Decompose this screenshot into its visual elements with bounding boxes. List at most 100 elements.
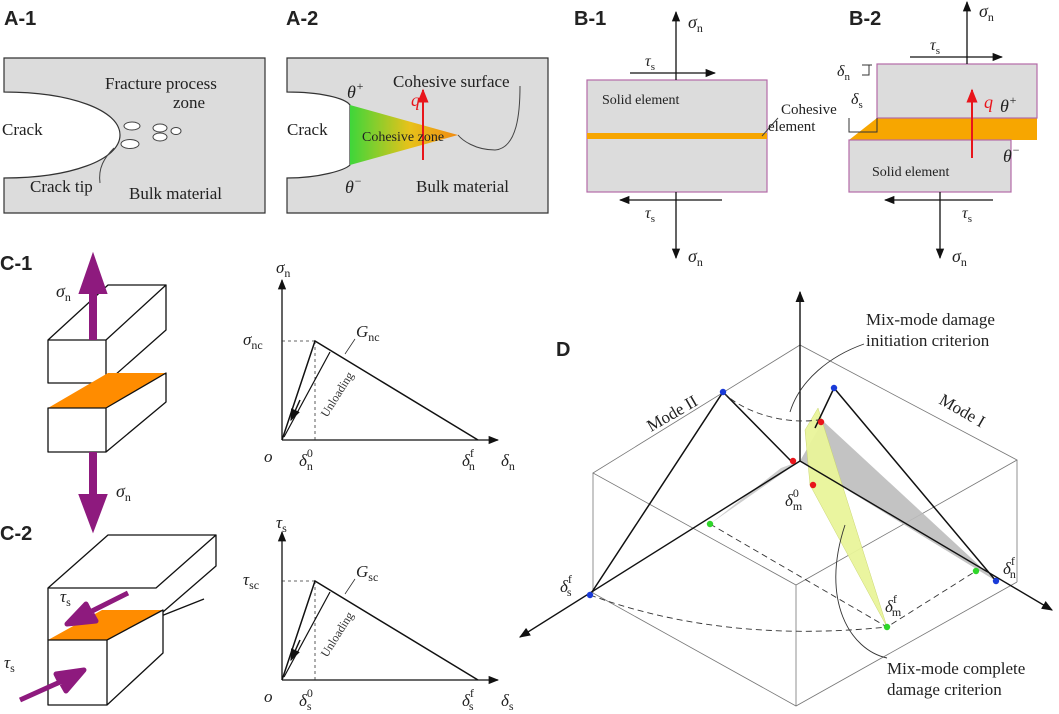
d-dot-mode2-peak [719, 388, 727, 396]
b2-sigma-top-label: σn [979, 1, 994, 24]
b2-delta-n-label: δn [837, 63, 850, 83]
c1-unloading-label: Unloading [318, 369, 357, 419]
d-dot-dnf [992, 577, 1000, 585]
d-mode1-axis [799, 460, 1053, 611]
c1-g-label: Gnc [356, 322, 380, 344]
c2-g-label: Gsc [356, 562, 378, 584]
b2-theta-minus: θ− [1003, 143, 1020, 166]
b2-lower-block [848, 139, 1012, 193]
c1-sigma-down-arrow [78, 452, 108, 534]
d-mode1-shaded-triangle [800, 421, 996, 581]
a1-bulk-label: Bulk material [129, 184, 222, 203]
a2-surface-leader [457, 85, 521, 151]
a2-q-label: q [411, 90, 420, 110]
d-dot-mode1-peak [830, 384, 838, 392]
b1-cohesive-layer [587, 133, 767, 139]
c2-g-leader [344, 578, 356, 595]
c2-origin-label: o [264, 687, 273, 706]
d-complete-label-2: damage criterion [887, 680, 1002, 699]
d-dot-red-upper [817, 418, 825, 426]
d-mode2-axis [519, 460, 801, 638]
b1-cohesive-label-1: Cohesive [781, 102, 837, 118]
d-mixmode-envelope [804, 407, 888, 628]
c2-slit-line [155, 598, 205, 619]
b2-delta-n-bracket [862, 64, 872, 76]
b2-solid-label: Solid element [872, 165, 949, 180]
c2-axis-y-label: τs [276, 513, 287, 535]
b2-delta-s-label: δs [851, 91, 863, 111]
b1-solid-label: Solid element [602, 93, 679, 108]
c2-force-top-label: τs [60, 587, 71, 609]
c1-force-top-label: σn [56, 281, 71, 304]
c1-peak-label: σnc [243, 330, 263, 352]
a2-theta-minus: θ− [345, 174, 362, 197]
a1-crack-tip-label: Crack tip [30, 177, 93, 196]
panel-label-c2: C-2 [0, 523, 32, 545]
d-dot-green-right [972, 567, 980, 575]
d-mode2-curve [589, 390, 793, 596]
d-init-label-2: initiation criterion [866, 331, 990, 350]
b2-theta-plus: θ+ [1000, 93, 1017, 116]
a2-surface-label: Cohesive surface [393, 72, 510, 91]
c2-traction-curve [281, 579, 479, 681]
panel-d: D [519, 290, 1053, 707]
d-reference-box [592, 344, 1018, 707]
d-dot-green-left [706, 520, 714, 528]
a1-crack-tip-leader [99, 147, 115, 184]
d-init-label-1: Mix-mode damage [866, 310, 995, 329]
d-mode2-label: Mode II [644, 391, 702, 435]
c1-axis-y-label: σn [276, 258, 290, 280]
b1-cohesive-label-2: element [768, 119, 816, 135]
b2-tau-bottom-label: τs [962, 205, 972, 225]
c1-axis-x-label: δn [501, 451, 515, 473]
c1-sigma-up-arrow [78, 251, 108, 340]
a2-zone-label: Cohesive zone [362, 130, 444, 145]
a1-fpz-label-2: zone [173, 93, 205, 112]
c2-peak-label: τsc [243, 570, 259, 592]
d-complete-leader [835, 524, 888, 659]
c2-upper-block [47, 534, 217, 619]
c1-cohesive-plane [48, 373, 166, 408]
panel-label-c1: C-1 [0, 253, 32, 275]
d-complete-label-1: Mix-mode complete [887, 659, 1025, 678]
panel-a2: A-2 q Crack Cohesive surface Cohesive zo… [286, 8, 549, 214]
b1-tau-bottom-label: τs [645, 205, 655, 225]
b2-q-label: q [984, 92, 993, 112]
c2-tau-lower-arrow [18, 667, 87, 703]
c1-traction-curve [281, 339, 479, 441]
c1-unloading-arrow [290, 399, 301, 422]
a1-fpz-label-1: Fracture process [105, 74, 217, 93]
c1-lower-block [47, 372, 167, 453]
b2-cohesive-layer [849, 118, 1037, 140]
d-init-leader [789, 343, 865, 413]
b1-cohesive-leader [761, 117, 779, 137]
c2-cohesive-plane [48, 610, 163, 640]
b1-sigma-bottom-label: σn [688, 246, 703, 269]
c1-origin-label: o [264, 447, 273, 466]
panel-a1: A-1 Crack Fracture process zone Crack ti… [2, 8, 266, 214]
c2-tau-upper-arrow [64, 590, 130, 627]
c2-force-bottom-label: τs [4, 653, 15, 675]
b1-tau-top-label: τs [645, 53, 655, 73]
panel-b1: B-1 σn σn τs τs Solid element Cohesive e… [574, 8, 837, 269]
panel-label-a2: A-2 [286, 8, 318, 30]
a1-fpz-voids [120, 121, 182, 149]
a2-bulk-label: Bulk material [416, 177, 509, 196]
d-dot-green-dmf [883, 623, 891, 631]
b2-tau-top-label: τs [930, 37, 940, 57]
c2-unloading-path [283, 591, 331, 678]
b2-sigma-bottom-label: σn [952, 246, 967, 269]
a2-theta-plus: θ+ [347, 79, 364, 102]
b2-delta-s-bracket [848, 118, 878, 133]
d-mode1-label: Mode I [936, 390, 989, 431]
